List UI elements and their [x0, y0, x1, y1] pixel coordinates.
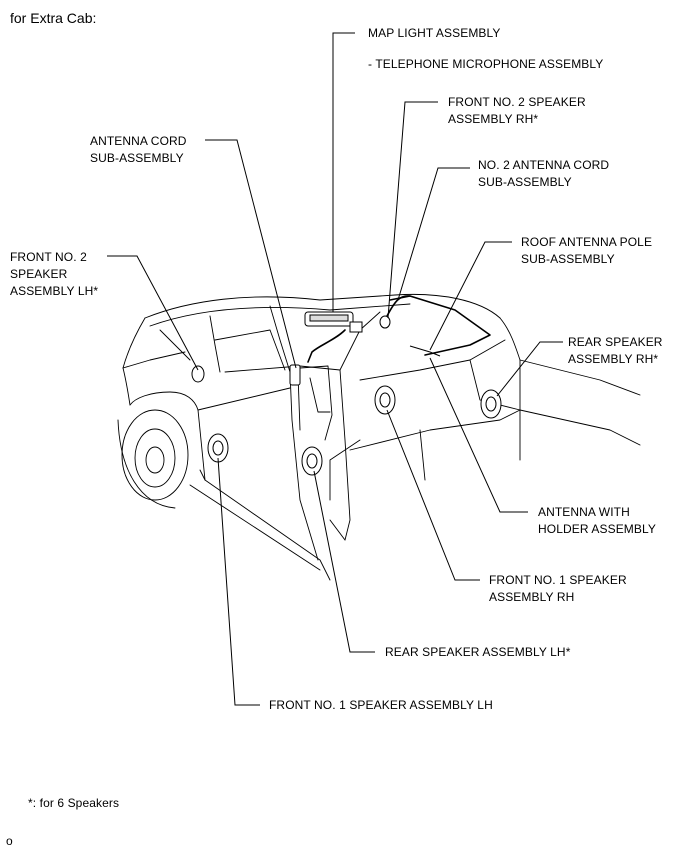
label-front1-rh-line1: FRONT NO. 1 SPEAKER: [489, 573, 627, 587]
leader-roof-antenna-pole: [429, 241, 512, 351]
rear-lh-speaker-cone: [306, 453, 318, 469]
label-antenna-cord-line1: ANTENNA CORD: [90, 134, 187, 148]
truck-outline: [117, 293, 641, 581]
label-front1-lh: FRONT NO. 1 SPEAKER ASSEMBLY LH: [269, 698, 493, 712]
map-light-lens: [309, 314, 349, 322]
leader-rear-rh: [496, 341, 563, 397]
rear-rh-speaker-cone: [485, 396, 497, 412]
label-front2-lh-line1: FRONT NO. 2: [10, 250, 87, 264]
page-title: for Extra Cab:: [10, 10, 97, 26]
label-rear-lh: REAR SPEAKER ASSEMBLY LH*: [385, 645, 571, 659]
label-antenna-holder-line1: ANTENNA WITH: [538, 505, 630, 519]
label-roof-antenna-pole: ROOF ANTENNA POLE SUB-ASSEMBLY: [521, 234, 652, 268]
label-no2-antenna-cord-line1: NO. 2 ANTENNA CORD: [478, 158, 610, 172]
leader-lines: [107, 32, 563, 706]
front2-lh-speaker-component: [191, 365, 205, 383]
leader-rear-lh: [313, 470, 375, 653]
label-front2-rh-line1: FRONT NO. 2 SPEAKER: [448, 95, 586, 109]
label-rear-rh: REAR SPEAKER ASSEMBLY RH*: [568, 334, 663, 368]
label-front2-rh: FRONT NO. 2 SPEAKER ASSEMBLY RH*: [448, 94, 586, 128]
label-roof-antenna-pole-line1: ROOF ANTENNA POLE: [521, 235, 653, 249]
label-antenna-holder: ANTENNA WITH HOLDER ASSEMBLY: [538, 504, 656, 538]
telephone-mic-component: [349, 321, 363, 333]
label-no2-antenna-cord: NO. 2 ANTENNA CORD SUB-ASSEMBLY: [478, 157, 609, 191]
label-rear-rh-line2: ASSEMBLY RH*: [568, 352, 659, 366]
label-front2-lh-line3: ASSEMBLY LH*: [10, 284, 99, 298]
leader-front1-lh: [217, 457, 260, 706]
leader-antenna-cord: [205, 139, 297, 369]
leader-front2-rh: [387, 101, 438, 319]
footnote: *: for 6 Speakers: [28, 796, 120, 810]
label-map-light: MAP LIGHT ASSEMBLY: [368, 26, 501, 40]
label-front2-rh-line2: ASSEMBLY RH*: [448, 112, 539, 126]
label-front1-rh: FRONT NO. 1 SPEAKER ASSEMBLY RH: [489, 572, 627, 606]
label-antenna-cord-line2: SUB-ASSEMBLY: [90, 151, 184, 165]
leader-front2-lh: [107, 255, 199, 371]
front1-rh-speaker-cone: [379, 392, 391, 408]
label-roof-antenna-pole-line2: SUB-ASSEMBLY: [521, 252, 615, 266]
leader-no2-antenna-cord: [397, 167, 470, 301]
front2-rh-speaker-component: [379, 315, 391, 329]
label-front1-rh-line2: ASSEMBLY RH: [489, 590, 575, 604]
leader-map-light: [332, 32, 355, 312]
label-rear-rh-line1: REAR SPEAKER: [568, 335, 663, 349]
leader-antenna-holder: [429, 357, 528, 513]
front1-lh-speaker-cone: [212, 440, 224, 456]
label-no2-antenna-cord-line2: SUB-ASSEMBLY: [478, 175, 572, 189]
roof-antenna-pole-component: [409, 345, 441, 357]
antenna-cord-connector: [289, 364, 301, 386]
components: [191, 311, 502, 476]
label-antenna-cord: ANTENNA CORD SUB-ASSEMBLY: [90, 133, 187, 167]
label-front2-lh-line2: SPEAKER: [10, 267, 68, 281]
label-front2-lh: FRONT NO. 2 SPEAKER ASSEMBLY LH*: [10, 249, 98, 300]
figure-code: o: [6, 834, 13, 848]
leader-front1-rh: [386, 409, 480, 581]
label-antenna-holder-line2: HOLDER ASSEMBLY: [538, 522, 656, 536]
label-telephone-mic: - TELEPHONE MICROPHONE ASSEMBLY: [368, 57, 604, 71]
